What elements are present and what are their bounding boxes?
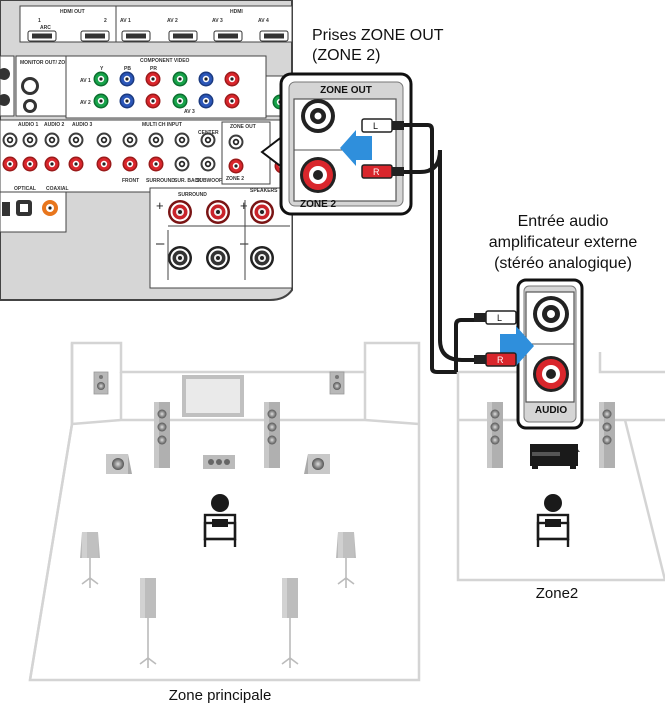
tv-icon	[182, 375, 244, 417]
svg-text:SURROUND: SURROUND	[146, 178, 175, 184]
zone2-speaker-l-icon	[487, 402, 503, 468]
svg-text:AV 3: AV 3	[212, 18, 223, 24]
main-zone-label: Zone principale	[169, 687, 272, 704]
svg-text:–: –	[156, 235, 165, 252]
hdmi-label: HDMI	[230, 9, 243, 15]
amp-input-l-jack	[533, 296, 569, 332]
svg-text:1: 1	[38, 18, 41, 24]
panel-zone-out-l-jack	[228, 134, 244, 150]
svg-text:ARC: ARC	[40, 25, 51, 31]
svg-text:PR: PR	[150, 66, 157, 72]
main-zone-room	[28, 341, 421, 682]
surround-back-r-icon	[281, 577, 299, 669]
amp-plug-l: L	[474, 310, 517, 325]
svg-text:SURROUND: SURROUND	[178, 192, 207, 198]
svg-text:COAXIAL: COAXIAL	[46, 186, 69, 192]
svg-text:ZONE OUT: ZONE OUT	[230, 124, 256, 130]
front-l-speaker-icon	[154, 402, 170, 468]
external-amplifier-icon	[530, 444, 580, 469]
audio-cable	[404, 123, 484, 374]
zone-out-r-jack	[300, 157, 336, 193]
svg-text:R: R	[373, 167, 380, 177]
hdmi-out-label: HDMI OUT	[60, 9, 85, 15]
zone-out-title: ZONE OUT	[320, 85, 372, 96]
amp-audio-label: AUDIO	[535, 405, 567, 416]
plug-l: L	[361, 118, 404, 133]
svg-text:AV 2: AV 2	[80, 100, 91, 106]
amp-plug-r: R	[474, 352, 517, 367]
svg-text:R: R	[497, 355, 504, 365]
svg-text:(stéréo analogique): (stéréo analogique)	[494, 255, 632, 272]
subwoofer-l-icon	[106, 454, 132, 474]
zone2-label: Zone2	[536, 585, 579, 602]
zone2-speaker-r-icon	[599, 402, 615, 468]
svg-text:AUDIO 1: AUDIO 1	[18, 122, 39, 128]
svg-text:SUR. BACK: SUR. BACK	[174, 178, 202, 184]
surround-back-l-icon	[139, 577, 157, 669]
amp-input-panel: AUDIO	[516, 278, 584, 430]
svg-text:amplificateur externe: amplificateur externe	[489, 234, 638, 251]
svg-text:SPEAKERS: SPEAKERS	[250, 188, 278, 194]
center-speaker-icon	[203, 455, 235, 469]
main-listener-icon	[203, 492, 237, 549]
svg-text:L: L	[497, 313, 502, 323]
hdmi-out-1-port	[27, 30, 57, 42]
zone-out-jacks-label: Prises ZONE OUT	[312, 27, 444, 44]
surround-r-speaker-icon	[335, 531, 357, 589]
multi-ch-input-label: MULTI CH INPUT	[142, 122, 182, 128]
svg-text:+: +	[156, 198, 164, 213]
svg-text:AV 1: AV 1	[80, 78, 91, 84]
svg-text:SUBWOOFER: SUBWOOFER	[196, 178, 229, 184]
front-presence-r-icon	[329, 371, 345, 395]
zone-out-zoom-panel: ZONE OUT ZONE 2 L R	[279, 72, 413, 216]
zone2-listener-icon	[536, 492, 570, 549]
svg-text:AV 4: AV 4	[258, 18, 269, 24]
svg-text:PB: PB	[124, 66, 131, 72]
hdmi-out-2-port	[80, 30, 110, 42]
svg-text:AV 3: AV 3	[184, 109, 195, 115]
svg-text:L: L	[373, 121, 378, 131]
surround-l-speaker-icon	[79, 531, 101, 589]
front-r-speaker-icon	[264, 402, 280, 468]
svg-text:AUDIO 3: AUDIO 3	[72, 122, 93, 128]
svg-text:Y: Y	[100, 66, 104, 72]
signal-arrow-left	[340, 130, 372, 166]
svg-text:OPTICAL: OPTICAL	[14, 186, 36, 192]
zone-out-jacks-sublabel: (ZONE 2)	[312, 47, 380, 64]
plug-r: R	[361, 164, 404, 179]
svg-text:AV 2: AV 2	[167, 18, 178, 24]
monitor-out-label: MONITOR OUT/ ZONE OUT	[20, 60, 84, 66]
svg-text:FRONT: FRONT	[122, 178, 139, 184]
front-presence-l-icon	[93, 371, 109, 395]
zone-out-l-jack	[301, 99, 335, 133]
component-video-label: COMPONENT VIDEO	[140, 58, 190, 64]
zone2-footer: ZONE 2	[300, 199, 337, 210]
subwoofer-r-icon	[304, 454, 330, 474]
svg-text:+: +	[240, 198, 248, 213]
svg-text:2: 2	[104, 18, 107, 24]
svg-text:ZONE 2: ZONE 2	[226, 176, 244, 182]
amp-input-r-jack	[533, 356, 569, 392]
ext-amp-label: Entrée audio	[518, 213, 609, 230]
svg-text:AUDIO 2: AUDIO 2	[44, 122, 65, 128]
svg-text:AV 1: AV 1	[120, 18, 131, 24]
panel-zone-out-r-jack	[228, 158, 244, 174]
receiver-rear-panel: HDMI OUT 1 2 ARC HDMI AV 1 AV 2 AV 3 AV …	[0, 0, 293, 301]
